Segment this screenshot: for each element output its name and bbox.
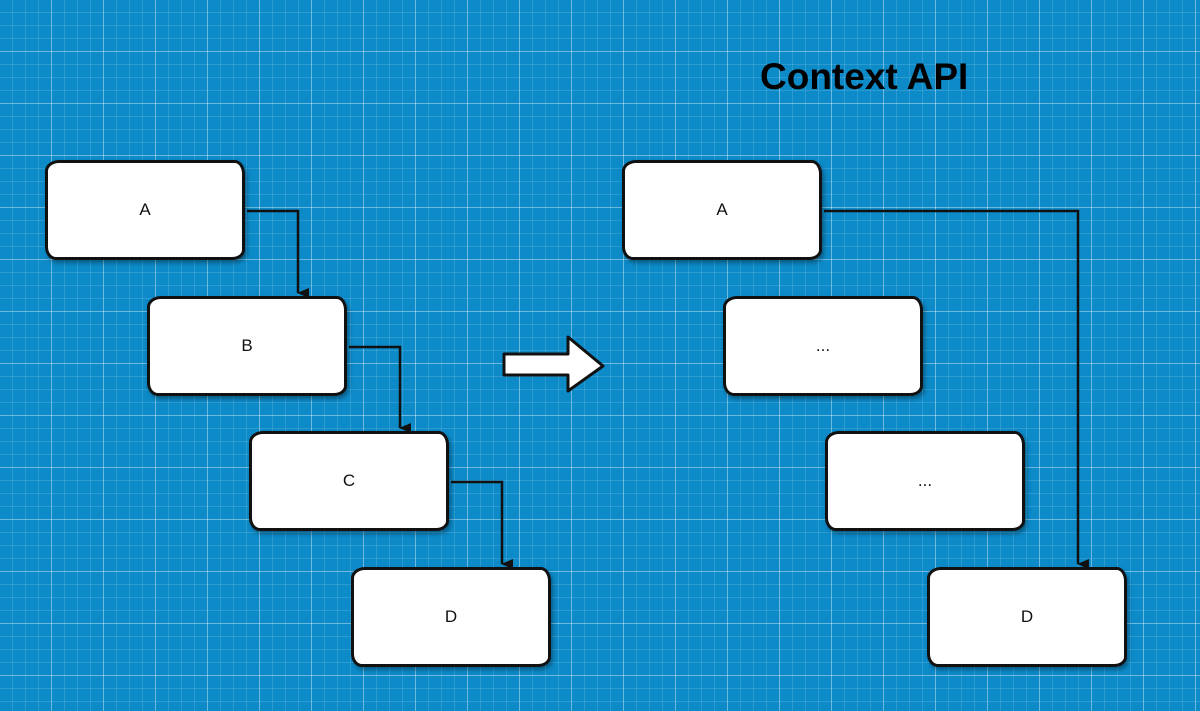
connector-a-to-b	[247, 209, 309, 298]
node-label: ...	[917, 471, 933, 490]
node-label: D	[1020, 607, 1034, 626]
right-node-ellipsis-1: ...	[723, 296, 923, 396]
diagram-title: Context API	[760, 56, 969, 97]
connector-a-to-d-context	[824, 209, 1089, 569]
left-node-c: C	[249, 431, 449, 531]
node-label: C	[342, 471, 356, 490]
node-label: A	[139, 200, 151, 219]
node-label: D	[444, 607, 458, 626]
node-label: ...	[815, 336, 831, 355]
right-node-d: D	[927, 567, 1127, 667]
left-node-d: D	[351, 567, 551, 667]
transition-arrow-icon	[502, 335, 605, 393]
right-node-ellipsis-2: ...	[825, 431, 1025, 531]
connector-b-to-c	[349, 345, 411, 433]
node-label: A	[716, 200, 728, 219]
left-node-a: A	[45, 160, 245, 260]
left-node-b: B	[147, 296, 347, 396]
right-node-a: A	[622, 160, 822, 260]
connector-c-to-d	[451, 480, 513, 569]
node-label: B	[241, 336, 253, 355]
